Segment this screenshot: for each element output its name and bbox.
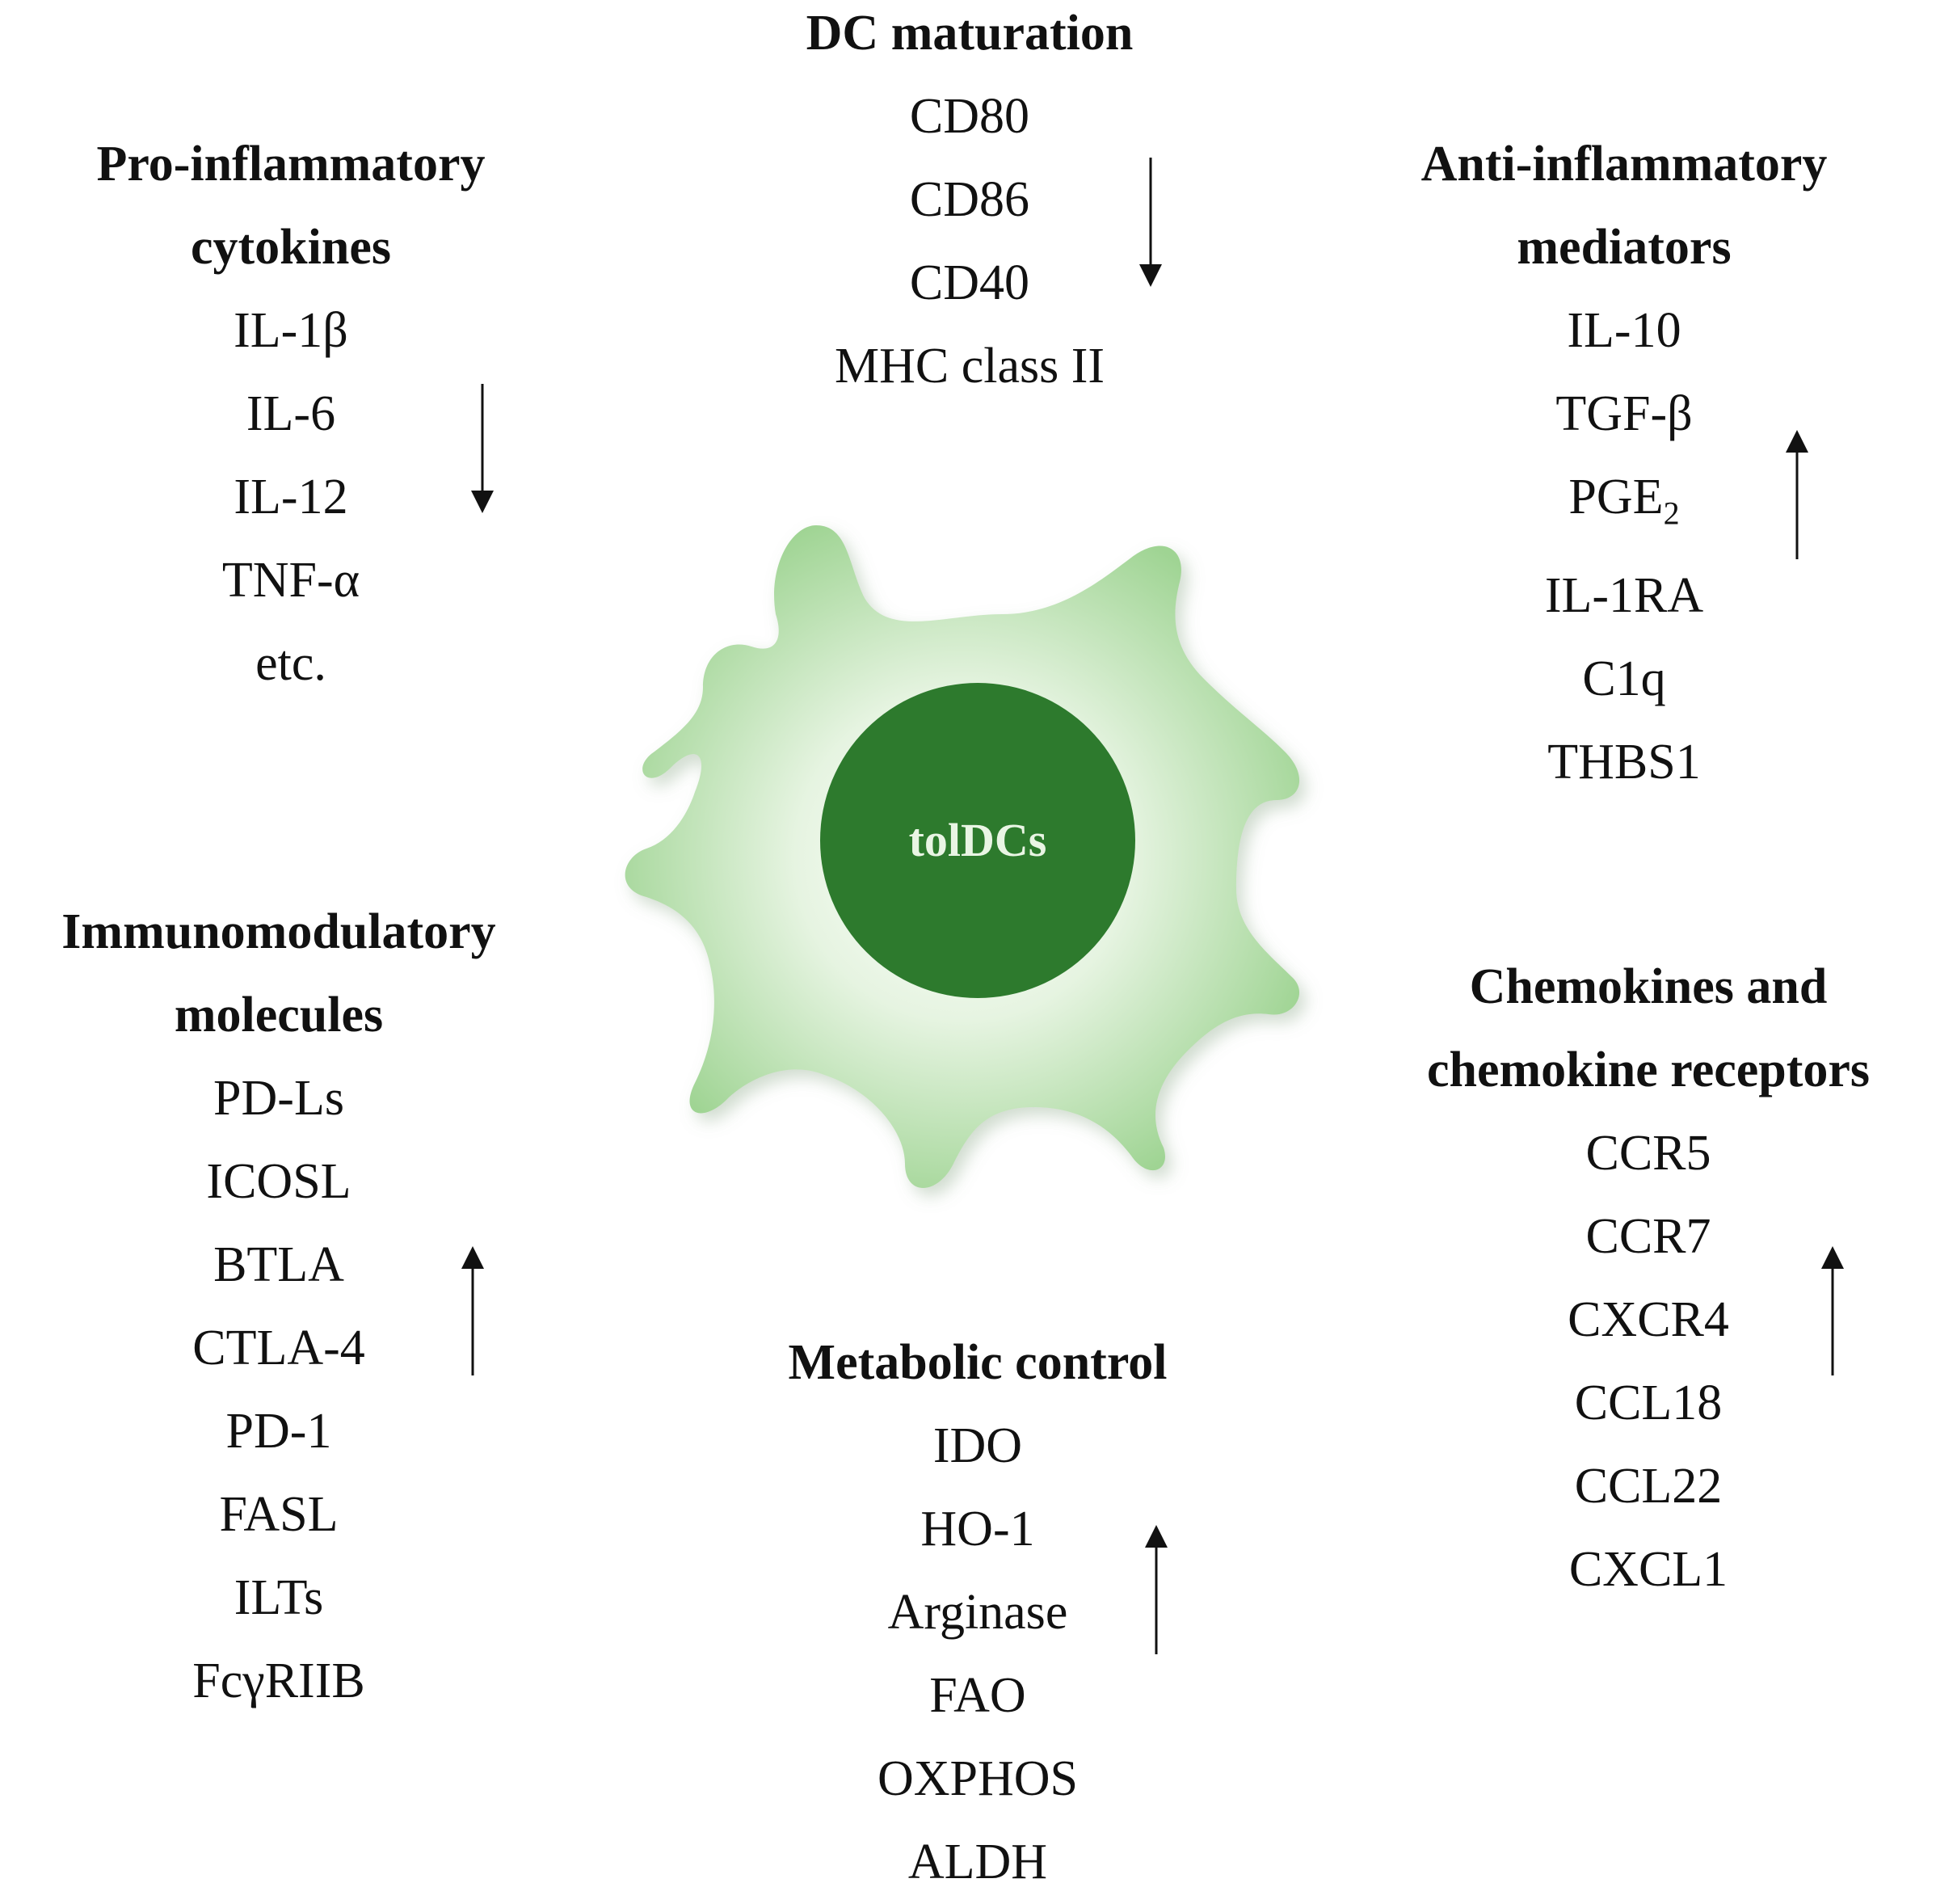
list-item: CCL22 [1574, 1459, 1723, 1514]
list-item: ILTs [234, 1570, 324, 1625]
list-item: TNF-α [221, 553, 360, 608]
group-pro-inflammatory: Pro-inflammatory cytokines IL-1β IL-6 IL… [40, 123, 541, 706]
list-item: THBS1 [1547, 735, 1701, 790]
group-chemokines: Chemokines and chemokine receptors CCR5 … [1366, 946, 1931, 1611]
list-item: CCR5 [1585, 1126, 1711, 1181]
list-item: CCR7 [1585, 1209, 1711, 1264]
list-item: IL-1RA [1544, 568, 1704, 624]
group-title-line: molecules [174, 988, 384, 1043]
list-item: CD86 [909, 172, 1030, 227]
list-item: C1q [1582, 651, 1666, 707]
pge-subscript: 2 [1663, 495, 1680, 532]
group-title-line: mediators [1517, 220, 1732, 275]
list-item: CXCR4 [1568, 1292, 1729, 1347]
list-item: TGF-β [1555, 386, 1693, 441]
list-item: PD-1 [225, 1404, 332, 1459]
arrow-up-icon [1821, 1246, 1844, 1375]
pge-label: PGE [1568, 470, 1664, 524]
list-item: CCL18 [1574, 1375, 1723, 1430]
group-title-line: Immunomodulatory [61, 904, 496, 959]
group-immunomodulatory: Immunomodulatory molecules PD-Ls ICOSL B… [4, 891, 553, 1723]
list-item: IL-10 [1567, 303, 1681, 358]
list-item: CTLA-4 [192, 1321, 365, 1375]
list-item: IL-6 [246, 386, 336, 441]
list-item: IL-12 [234, 470, 348, 524]
list-item: CD40 [909, 255, 1030, 310]
group-title-line: Chemokines and [1469, 959, 1828, 1014]
list-item-pge: PGE2 [1374, 456, 1875, 554]
list-item: FASL [219, 1487, 339, 1542]
list-item: FcγRIIB [192, 1653, 365, 1708]
list-item: etc. [255, 636, 326, 691]
cell-label: tolDCs [908, 814, 1047, 866]
list-item: OXPHOS [877, 1751, 1079, 1806]
list-item: ICOSL [206, 1154, 351, 1209]
group-dc-maturation: DC maturation CD80 CD86 CD40 MHC class I… [776, 0, 1164, 408]
list-item: ALDH [907, 1834, 1048, 1889]
group-title-line: Anti-inflammatory [1420, 137, 1828, 192]
arrow-down-icon [471, 384, 494, 513]
list-item: Arginase [887, 1585, 1068, 1640]
list-item: BTLA [213, 1237, 344, 1292]
list-item: PD-Ls [213, 1071, 344, 1126]
nucleus [820, 683, 1135, 998]
group-title-line: chemokine receptors [1426, 1043, 1871, 1097]
list-item: FAO [929, 1668, 1026, 1723]
group-title: DC maturation [806, 6, 1134, 61]
arrow-down-icon [1139, 158, 1162, 287]
arrow-up-icon [461, 1246, 484, 1375]
group-title-line: cytokines [191, 220, 391, 275]
list-item: CXCL1 [1568, 1542, 1728, 1597]
group-anti-inflammatory: Anti-inflammatory mediators IL-10 TGF-β … [1374, 123, 1875, 804]
list-item: MHC class II [834, 339, 1105, 394]
group-title-line: Pro-inflammatory [96, 137, 486, 192]
group-metabolic: Metabolic control IDO HO-1 Arginase FAO … [727, 1321, 1228, 1904]
list-item: CD80 [909, 89, 1030, 144]
list-item: IDO [932, 1418, 1023, 1473]
arrow-up-icon [1145, 1525, 1168, 1654]
arrow-up-icon [1786, 430, 1808, 559]
list-item: IL-1β [234, 303, 348, 358]
group-title: Metabolic control [788, 1335, 1168, 1390]
list-item: HO-1 [920, 1502, 1035, 1556]
